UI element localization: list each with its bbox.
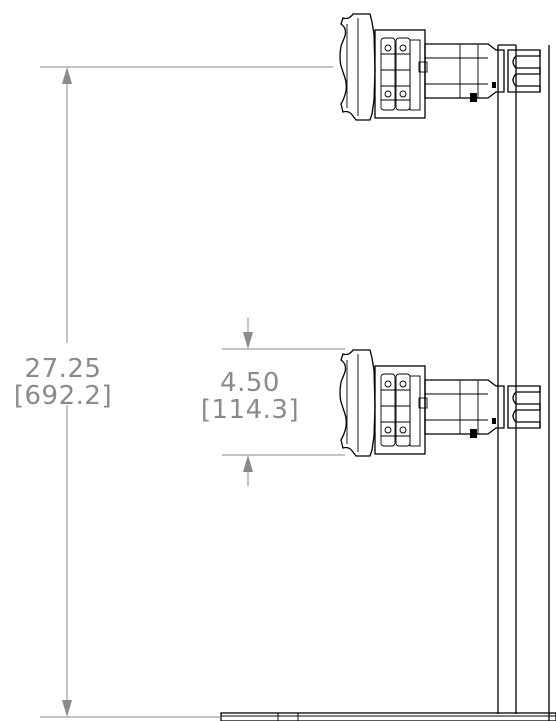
pole-clamp <box>507 49 541 93</box>
overall-height-dimension: 27.25 [692.2] <box>14 66 333 718</box>
arm-body <box>424 43 505 99</box>
mount-spacing-value: 4.50 <box>220 368 280 398</box>
mount-spacing-dimension: 4.50 [114.3] <box>201 318 345 486</box>
mount-spacing-metric: [114.3] <box>201 395 299 425</box>
vertical-pole <box>497 44 517 714</box>
arm-body <box>424 379 505 435</box>
pole-clamp <box>507 385 541 429</box>
tilt-head <box>374 29 426 119</box>
arrow-up-icon <box>243 455 253 472</box>
base-plate <box>220 712 556 721</box>
arrow-down-icon <box>243 332 253 349</box>
tilt-head <box>374 365 426 455</box>
arrow-down-icon <box>62 700 72 717</box>
arrow-up-icon <box>62 67 72 84</box>
overall-height-value: 27.25 <box>25 354 102 384</box>
vesa-plate <box>339 13 376 121</box>
vesa-plate <box>339 349 376 457</box>
lower-mount <box>339 349 541 457</box>
overall-height-metric: [692.2] <box>14 381 112 411</box>
upper-mount <box>339 13 541 121</box>
